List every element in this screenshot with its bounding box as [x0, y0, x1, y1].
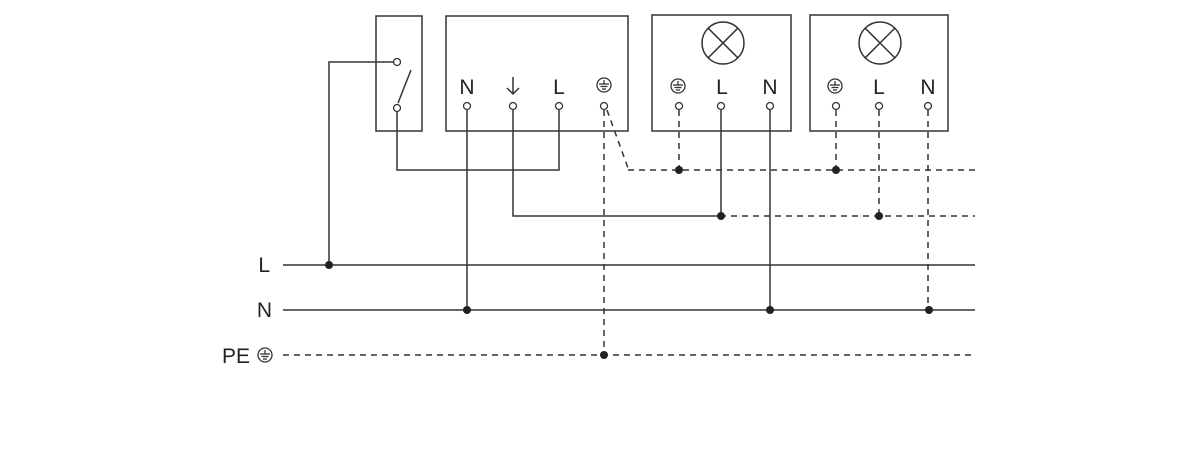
junction-dot	[832, 166, 840, 174]
bus-lines	[283, 169, 975, 356]
earth-icon	[827, 78, 843, 94]
timer-terminal-n	[462, 101, 472, 111]
lamp-icon	[858, 21, 902, 65]
switch	[375, 15, 423, 132]
timer-terminal-l	[554, 101, 564, 111]
wire-live-to-switch	[328, 61, 393, 265]
lamp-2-terminal-n	[923, 101, 933, 111]
lamp-1-terminal-earth	[674, 101, 684, 111]
earth-icon	[596, 77, 612, 93]
junction-dot	[766, 306, 774, 314]
lamp-2-terminal-earth	[831, 101, 841, 111]
lamp-icon	[701, 21, 745, 65]
arrow-down-icon	[506, 77, 520, 96]
junction-dot	[600, 351, 608, 359]
bus-label-l: L	[258, 254, 270, 277]
junction-dot	[463, 306, 471, 314]
lamp-1-terminal-label-n: N	[762, 76, 777, 99]
junctions	[325, 166, 933, 359]
bus-label-n: N	[257, 299, 272, 322]
lamp-1: L N	[651, 14, 792, 132]
timer-terminal-label-n: N	[459, 76, 474, 99]
timer-relay: N L	[445, 15, 629, 132]
lamp-2-terminal-l	[874, 101, 884, 111]
lamp-2: L N	[809, 14, 949, 132]
junction-dot	[925, 306, 933, 314]
wire-timer-earth-branch	[606, 109, 629, 169]
switch-housing	[375, 15, 423, 132]
timer-housing	[445, 15, 629, 132]
earth-icon	[257, 347, 273, 363]
lamp-1-terminal-n	[765, 101, 775, 111]
switch-terminal-bottom	[392, 103, 402, 113]
lamp-2-terminal-label-n: N	[920, 76, 935, 99]
junction-dot	[875, 212, 883, 220]
junction-dot	[717, 212, 725, 220]
wire-switched-live	[512, 110, 721, 217]
timer-terminal-label-l: L	[553, 76, 565, 99]
timer-terminal-switched	[508, 101, 518, 111]
switch-terminal-top	[392, 57, 402, 67]
bus-label-pe: PE	[222, 345, 250, 368]
junction-dot	[325, 261, 333, 269]
switch-symbol	[397, 69, 412, 104]
lamp-1-terminal-label-l: L	[716, 76, 728, 99]
lamp-2-terminal-label-l: L	[873, 76, 885, 99]
wire-switch-to-timer-l	[396, 110, 560, 171]
junction-dot	[675, 166, 683, 174]
timer-terminal-earth	[599, 101, 609, 111]
wiring	[328, 61, 929, 355]
earth-icon	[670, 78, 686, 94]
lamp-2-housing	[809, 14, 949, 132]
lamp-1-terminal-l	[716, 101, 726, 111]
